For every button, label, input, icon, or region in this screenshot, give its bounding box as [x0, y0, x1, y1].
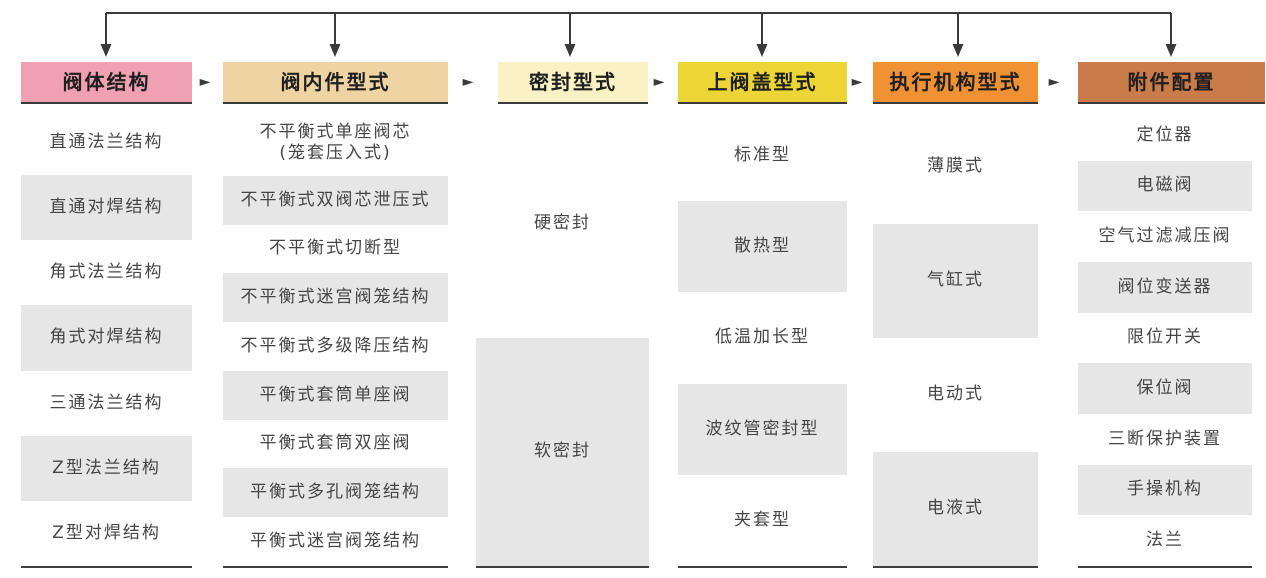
diagram-item: 平衡式套筒单座阀: [223, 370, 448, 420]
diagram-item: 电液式: [873, 452, 1038, 566]
column-bonnet-type: 上阀盖型式 标准型 散热型 低温加长型 波纹管密封型 夹套型: [678, 62, 847, 568]
diagram-item: 平衡式多孔阀笼结构: [223, 468, 448, 518]
diagram-item: 波纹管密封型: [678, 383, 847, 475]
column-items-accessory-configuration: 定位器 电磁阀 空气过滤减压阀 阀位变送器 限位开关 保位阀 三断保护装置 手操…: [1078, 110, 1252, 568]
down-arrow-icon: [1165, 13, 1177, 57]
column-header-seal-type: 密封型式: [498, 62, 648, 104]
diagram-item: 平衡式迷宫阀笼结构: [250, 530, 421, 551]
column-valve-body-structure: 阀体结构 直通法兰结构 直通对焊结构 角式法兰结构 角式对焊结构 三通法兰结构 …: [21, 62, 192, 568]
column-seal-type: 密封型式 硬密封 软密封: [476, 62, 649, 568]
diagram-item: 硬密封: [534, 213, 591, 234]
diagram-item: 定位器: [1136, 124, 1194, 145]
diagram-item: 不平衡式迷宫阀笼结构: [223, 273, 448, 323]
diagram-item: Z型对焊结构: [52, 522, 161, 543]
diagram-item: 电磁阀: [1078, 160, 1252, 212]
column-trim-type: 阀内件型式 不平衡式单座阀芯 (笼套压入式) 不平衡式双阀芯泄压式 不平衡式切断…: [223, 62, 448, 568]
down-arrow-icon: [564, 13, 576, 57]
diagram-item: 气缸式: [873, 224, 1038, 338]
diagram-item: 手操机构: [1078, 464, 1252, 516]
column-header-accessory-configuration: 附件配置: [1078, 62, 1265, 104]
column-items-trim-type: 不平衡式单座阀芯 (笼套压入式) 不平衡式双阀芯泄压式 不平衡式切断型 不平衡式…: [223, 110, 448, 568]
diagram-item: 不平衡式双阀芯泄压式: [223, 175, 448, 225]
diagram-item: 限位开关: [1127, 327, 1203, 348]
flow-arrow-icon: ►: [1048, 74, 1060, 90]
diagram-item: 不平衡式多级降压结构: [240, 335, 431, 356]
diagram-item: 法兰: [1146, 530, 1184, 551]
diagram-item: 电动式: [927, 384, 984, 405]
diagram-item: 三断保护装置: [1108, 428, 1222, 449]
column-header-valve-body-structure: 阀体结构: [21, 62, 192, 104]
diagram-item: 阀位变送器: [1078, 262, 1252, 313]
diagram-item: 空气过滤减压阀: [1098, 226, 1232, 247]
diagram-item: 夹套型: [734, 509, 791, 530]
diagram-item: 直通法兰结构: [49, 131, 164, 152]
diagram-item: 不平衡式切断型: [269, 238, 402, 259]
flow-arrow-icon: ►: [462, 74, 474, 90]
flow-arrow-icon: ►: [653, 74, 665, 90]
diagram-item: 平衡式套筒双座阀: [259, 433, 412, 454]
diagram-item: 角式对焊结构: [21, 305, 192, 371]
down-arrow-icon: [100, 13, 112, 57]
down-arrow-icon: [952, 13, 964, 57]
diagram-item: 散热型: [678, 201, 847, 293]
flow-arrow-icon: ►: [199, 74, 211, 90]
column-actuator-type: 执行机构型式 薄膜式 气缸式 电动式 电液式: [873, 62, 1038, 568]
diagram-item: 低温加长型: [715, 327, 810, 348]
diagram-item: 软密封: [476, 338, 649, 566]
flow-arrow-icon: ►: [851, 74, 863, 90]
column-items-actuator-type: 薄膜式 气缸式 电动式 电液式: [873, 110, 1038, 568]
down-arrow-icon: [756, 13, 768, 57]
diagram-item: 三通法兰结构: [49, 392, 164, 413]
diagram-item: 角式法兰结构: [49, 262, 164, 283]
column-items-bonnet-type: 标准型 散热型 低温加长型 波纹管密封型 夹套型: [678, 110, 847, 568]
diagram-item: 保位阀: [1078, 363, 1252, 415]
column-items-valve-body-structure: 直通法兰结构 直通对焊结构 角式法兰结构 角式对焊结构 三通法兰结构 Z型法兰结…: [21, 110, 192, 568]
diagram-item: 不平衡式单座阀芯 (笼套压入式): [259, 121, 412, 163]
diagram-item: 直通对焊结构: [21, 175, 192, 241]
diagram-item: 标准型: [734, 144, 791, 165]
down-arrow-icon: [329, 13, 341, 57]
column-accessory-configuration: 附件配置 定位器 电磁阀 空气过滤减压阀 阀位变送器 限位开关 保位阀 三断保护…: [1078, 62, 1265, 568]
diagram-item: 薄膜式: [927, 156, 984, 177]
column-header-actuator-type: 执行机构型式: [873, 62, 1038, 104]
top-connector: [100, 12, 1177, 57]
column-items-seal-type: 硬密封 软密封: [476, 110, 649, 568]
column-header-trim-type: 阀内件型式: [223, 62, 448, 104]
column-header-bonnet-type: 上阀盖型式: [678, 62, 847, 104]
diagram-item: Z型法兰结构: [21, 435, 192, 501]
